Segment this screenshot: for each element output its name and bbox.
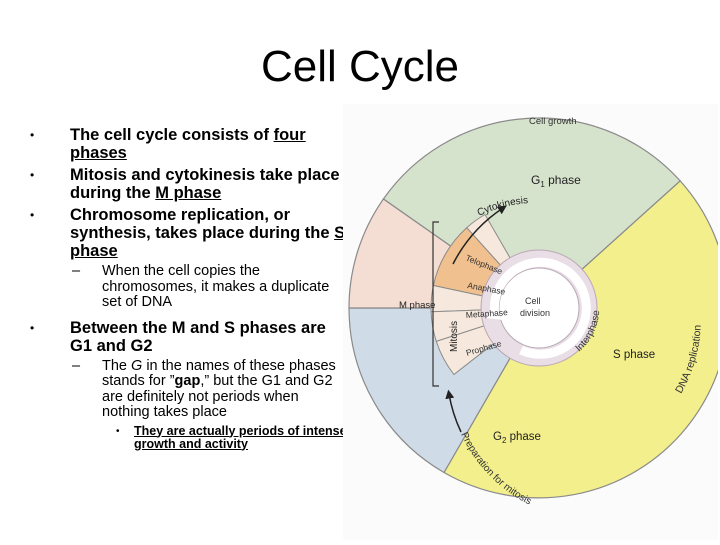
m-phase-label: M phase (399, 300, 435, 311)
cell-division-label-line1: Cell (525, 296, 541, 306)
sub-bullet-text: When the cell copies the chromosomes, it… (102, 263, 330, 310)
mitosis-arrow (445, 389, 462, 433)
metaphase-label: Metaphase (465, 307, 508, 320)
bullet-s-phase: • Chromosome replication, or synthesis, … (30, 206, 350, 260)
bullet-text: Chromosome replication, or synthesis, ta… (70, 206, 335, 242)
sub-bullet-dna: – When the cell copies the chromosomes, … (30, 263, 350, 311)
cytokinesis-arrow (452, 205, 507, 265)
bullet-underlined: four phases (70, 126, 306, 162)
bullet-dot: • (30, 168, 35, 182)
sub-sub-bullet-text: They are actually periods of intense gro… (134, 423, 347, 451)
bullet-four-phases: • The cell cycle consists of four phases (30, 126, 350, 162)
g1-label: G1 phase (531, 173, 581, 189)
sub-bullet-dash: – (72, 263, 81, 279)
interphase-arrow (489, 257, 591, 359)
bullet-text: Between the M and S phases are G1 and G2 (70, 318, 326, 355)
sub-bullet-text: The (102, 357, 132, 374)
mitosis-label: Mitosis (449, 321, 460, 352)
m-phase-bracket (432, 221, 439, 387)
bullet-text: Mitosis and cytokinesis take place durin… (70, 166, 340, 202)
cell-cycle-diagram: Cell growth G1 phase S phase DNA replica… (343, 104, 720, 540)
bullet-dot: • (30, 320, 35, 335)
sub-bullet-italic: G (131, 357, 143, 374)
bullet-dot: • (30, 128, 35, 142)
g1-sector (382, 117, 682, 309)
bullet-g1-g2: • Between the M and S phases are G1 and … (30, 319, 350, 355)
sub-bullet-gap: – The G in the names of these phases sta… (30, 357, 350, 421)
cell-division-label-line2: division (520, 308, 550, 318)
bullet-dot: • (30, 208, 35, 222)
g2-sector (348, 307, 541, 474)
sub-bullet-bold: gap (174, 373, 201, 389)
g2-label: G2 phase (493, 431, 541, 445)
bullet-m-phase: • Mitosis and cytokinesis take place dur… (30, 166, 350, 202)
bullet-text: The cell cycle consists of (70, 126, 274, 144)
sub-sub-bullet-growth: • They are actually periods of intense g… (30, 423, 350, 451)
interphase-arrowhead (486, 308, 503, 320)
sub-bullet-dash: – (72, 357, 81, 374)
bullet-underlined: S phase (70, 224, 346, 260)
slide-title: Cell Cycle (260, 42, 460, 91)
cell-cycle-svg: Cell growth G1 phase S phase DNA replica… (343, 104, 720, 540)
sub-bullet-text: in the names of these phases stands for … (102, 357, 336, 389)
bullet-underlined: M phase (155, 184, 222, 202)
bullet-dot: • (116, 425, 120, 437)
sub-bullet-text: ,” but the G1 and G2 are definitely not … (102, 373, 333, 420)
cell-growth-label: Cell growth (529, 116, 577, 127)
center-circle (498, 267, 580, 349)
s-phase-label: S phase (613, 349, 655, 361)
bullet-list: • The cell cycle consists of four phases… (30, 126, 350, 451)
